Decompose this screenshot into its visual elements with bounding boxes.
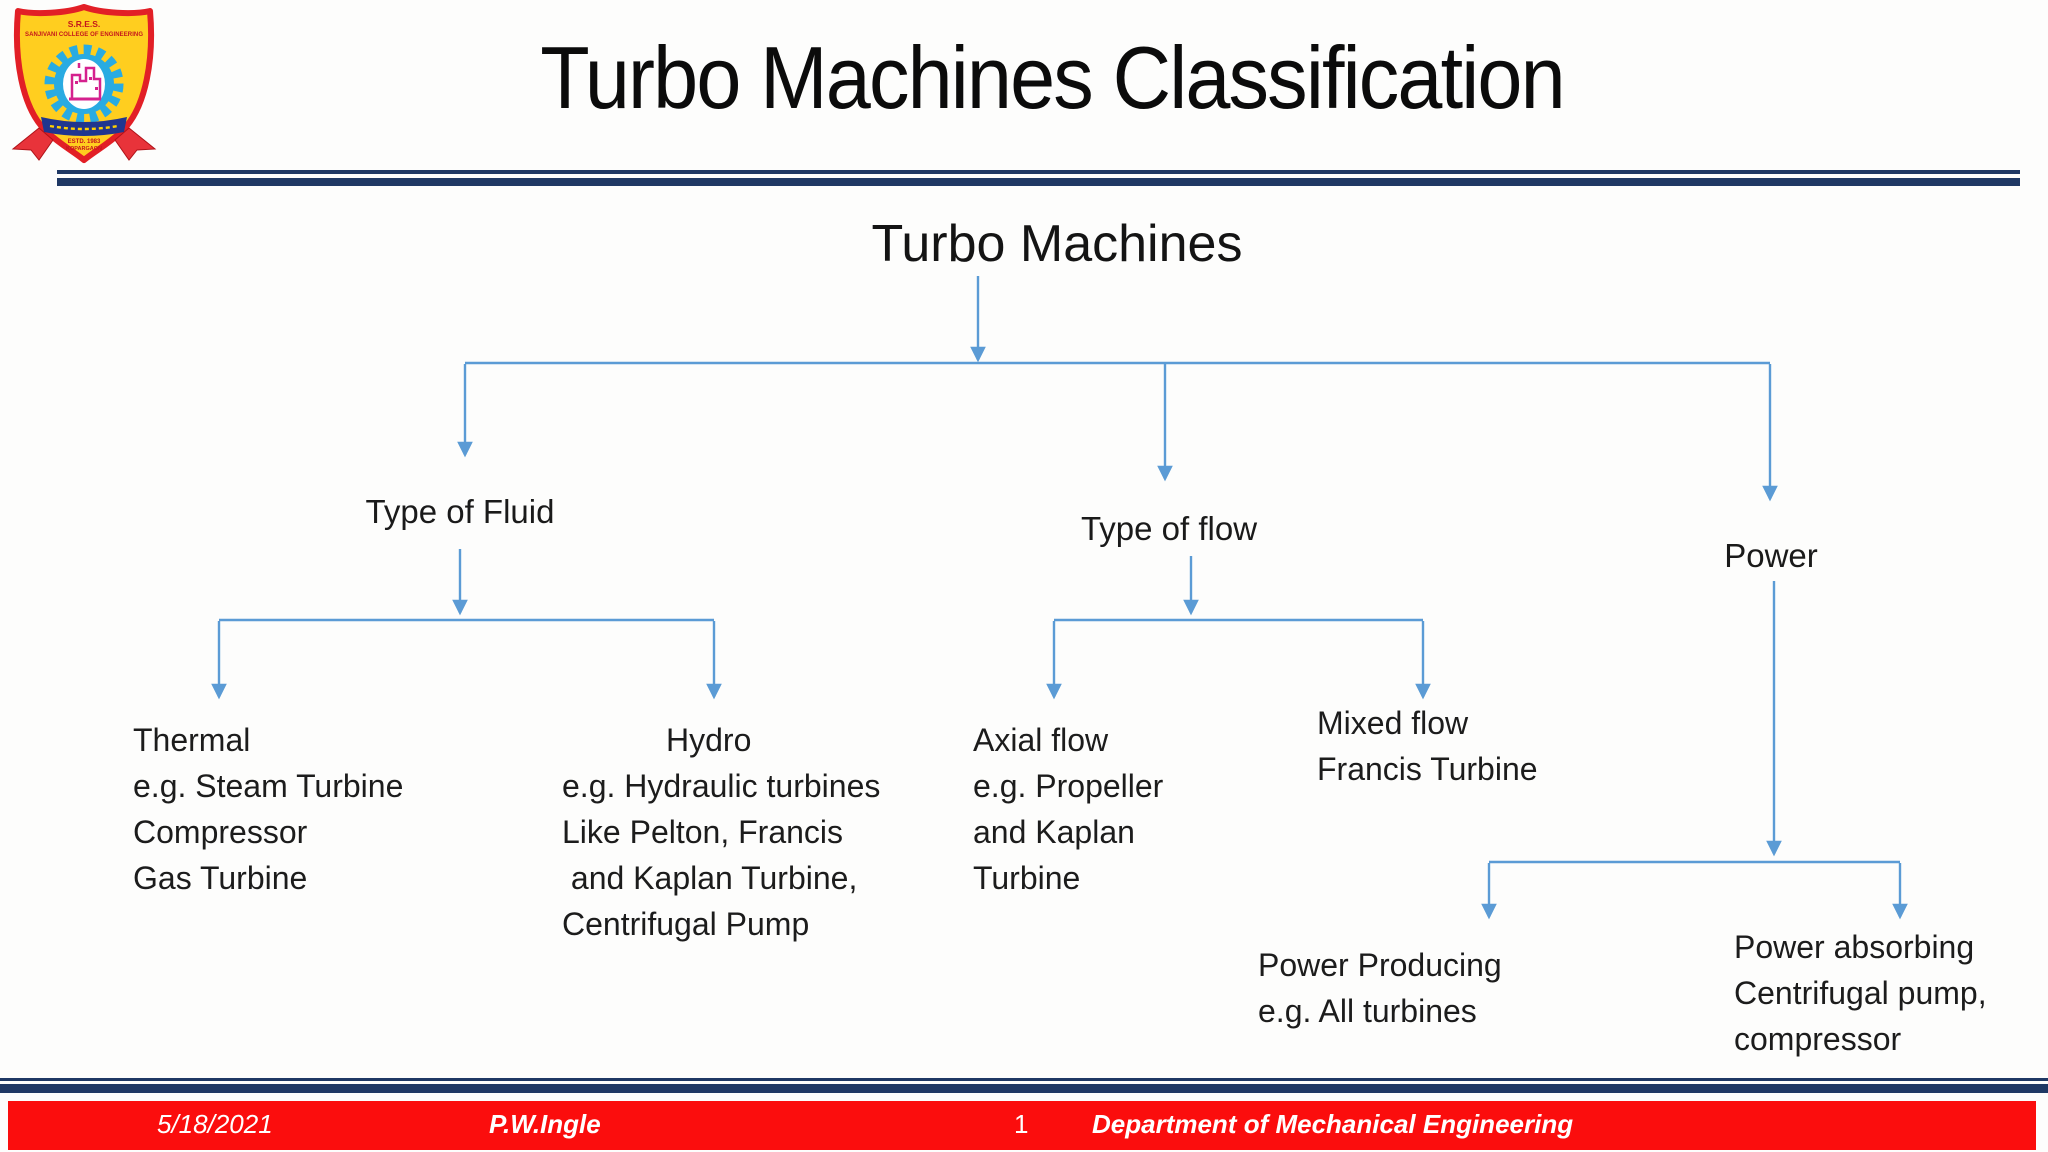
- leaf-mixed-flow: Mixed flow Francis Turbine: [1317, 700, 1538, 792]
- footer-rule-thin: [0, 1078, 2048, 1081]
- leaf-line: and Kaplan Turbine,: [562, 860, 858, 896]
- leaf-line: Thermal: [133, 722, 251, 758]
- leaf-axial-flow: Axial flow e.g. Propeller and Kaplan Tur…: [973, 717, 1163, 901]
- connector-type-of-fluid: [211, 549, 722, 700]
- header-rule-thin: [57, 170, 2020, 174]
- leaf-line: Francis Turbine: [1317, 751, 1538, 787]
- footer-rule-thick: [0, 1084, 2048, 1093]
- leaf-power-producing: Power Producing e.g. All turbines: [1258, 942, 1502, 1034]
- footer-page-number: 1: [1014, 1109, 1029, 1139]
- footer-date: 5/18/2021: [157, 1109, 273, 1139]
- logo-city: KOPARGAON: [66, 146, 102, 152]
- connector-root: [457, 276, 1778, 502]
- leaf-line: compressor: [1734, 1021, 1902, 1057]
- logo-estd: ESTD. 1983: [68, 139, 101, 145]
- leaf-line: Like Pelton, Francis: [562, 814, 844, 850]
- leaf-line: and Kaplan: [973, 814, 1135, 850]
- connector-power: [1481, 581, 1908, 920]
- header-rule-thick: [57, 178, 2020, 186]
- leaf-line: e.g. Hydraulic turbines: [562, 768, 881, 804]
- connector-type-of-flow: [1046, 556, 1431, 700]
- leaf-line: Mixed flow: [1317, 705, 1469, 741]
- slide-title: Turbo Machines Classification: [540, 28, 1565, 127]
- leaf-line: Power absorbing: [1734, 929, 1975, 965]
- node-type-of-flow: Type of flow: [1080, 510, 1258, 547]
- logo-factory-icon: [69, 63, 102, 101]
- logo-ribbon: [11, 127, 157, 161]
- leaf-line: e.g. Propeller: [973, 768, 1164, 804]
- leaf-hydro: Hydro e.g. Hydraulic turbines Like Pelto…: [562, 717, 880, 947]
- node-power: Power: [1724, 537, 1818, 574]
- footer-author: P.W.Ingle: [489, 1109, 601, 1139]
- footer-red-bar: 5/18/2021 P.W.Ingle 1 Department of Mech…: [8, 1101, 2036, 1150]
- logo-acronym: S.R.E.S.: [68, 19, 101, 29]
- leaf-line: e.g. Steam Turbine: [133, 768, 404, 804]
- footer-department: Department of Mechanical Engineering: [1092, 1109, 1574, 1139]
- college-logo: S.R.E.S. SANJIVANI COLLEGE OF ENGINEERIN…: [11, 4, 157, 163]
- leaf-power-absorbing: Power absorbing Centrifugal pump, compre…: [1734, 924, 1987, 1062]
- leaf-line: Power Producing: [1258, 947, 1502, 983]
- leaf-line: Turbine: [973, 860, 1081, 896]
- leaf-line: Centrifugal Pump: [562, 906, 810, 942]
- leaf-line: Compressor: [133, 814, 308, 850]
- leaf-line: Gas Turbine: [133, 860, 308, 896]
- leaf-thermal: Thermal e.g. Steam Turbine Compressor Ga…: [133, 717, 403, 901]
- leaf-line: Hydro: [666, 722, 752, 758]
- leaf-line: Axial flow: [973, 722, 1109, 758]
- logo-college-name: SANJIVANI COLLEGE OF ENGINEERING: [25, 32, 143, 38]
- logo-banner: [41, 117, 127, 136]
- leaf-line: e.g. All turbines: [1258, 993, 1477, 1029]
- node-type-of-fluid: Type of Fluid: [365, 493, 555, 530]
- node-turbo-machines: Turbo Machines: [871, 215, 1243, 273]
- leaf-line: Centrifugal pump,: [1734, 975, 1987, 1011]
